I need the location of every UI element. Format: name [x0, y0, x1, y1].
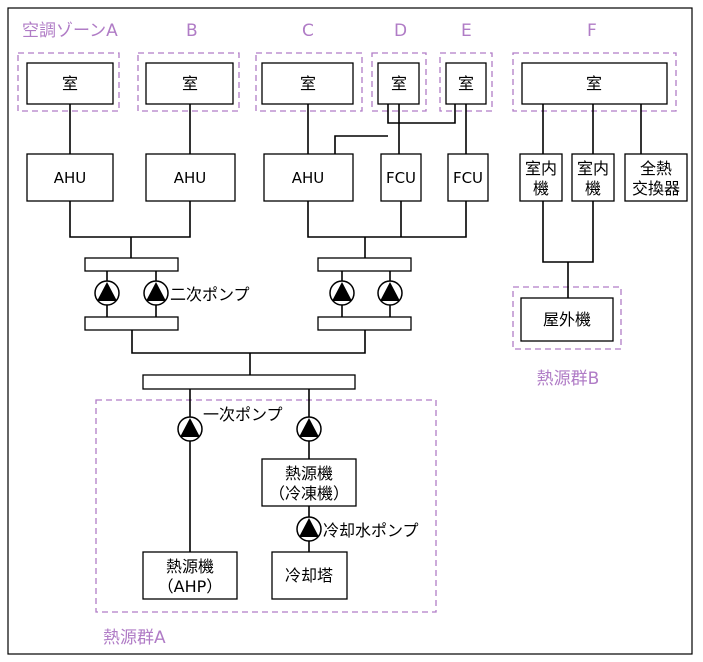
primary-pump-2 [296, 416, 322, 442]
zone-c-label: C [302, 21, 314, 41]
indoor-unit-1-label-line1: 室内 [525, 159, 557, 178]
zone-c-boundary [255, 52, 363, 112]
room-a-box [26, 62, 114, 105]
return-header-right [317, 316, 412, 331]
heat-source-group-a-label: 熱源群A [103, 628, 166, 648]
room-f-label: 室 [586, 74, 602, 93]
indoor-unit-2-label-line1: 室内 [577, 159, 609, 178]
ahu-a-box [26, 153, 114, 202]
cooling-tower-label: 冷却塔 [285, 566, 333, 585]
erv-label-line1: 全熱 [640, 159, 672, 178]
zone-b-label: B [186, 21, 198, 41]
return-header-left [84, 316, 179, 331]
secondary-pump-1 [94, 280, 120, 306]
ahp-box [142, 551, 238, 600]
zone-d-boundary [371, 52, 427, 112]
cooling-water-pump [296, 516, 322, 542]
primary-pump-1 [177, 416, 203, 442]
heat-source-group-b-boundary [512, 286, 622, 350]
chiller-box [261, 458, 357, 507]
room-e-box [445, 62, 487, 105]
erv-box [624, 153, 688, 202]
room-a-label: 室 [62, 74, 78, 93]
erv-label-line2: 交換器 [632, 179, 680, 198]
ahu-b-label: AHU [174, 169, 207, 187]
cooling-water-pump-label: 冷却水ポンプ [323, 521, 419, 540]
room-d-label: 室 [391, 74, 407, 93]
ahu-c-box [263, 153, 354, 202]
indoor-unit-2-box [571, 153, 615, 202]
outdoor-unit-label: 屋外機 [543, 310, 591, 329]
indoor-unit-1-box [519, 153, 563, 202]
ahu-b-box [145, 153, 236, 202]
cooling-tower-box [271, 551, 348, 600]
supply-header-right [317, 257, 412, 272]
zone-b-boundary [137, 52, 240, 112]
ahu-c-label: AHU [292, 169, 325, 187]
indoor-unit-1-label-line2: 機 [533, 179, 549, 198]
room-c-box [261, 62, 354, 105]
ahp-label-line1: 熱源機 [166, 557, 214, 576]
ahp-label-line2: （AHP） [158, 577, 223, 596]
chiller-label-line1: 熱源機 [285, 464, 333, 483]
room-c-label: 室 [300, 74, 316, 93]
main-header [142, 374, 356, 390]
indoor-unit-2-label-line2: 機 [585, 179, 601, 198]
zone-a-label: 空調ゾーンA [22, 21, 118, 41]
primary-pump-label: 一次ポンプ [203, 405, 283, 424]
fcu-d-label: FCU [386, 169, 416, 187]
secondary-pump-2 [143, 280, 169, 306]
fcu-e-label: FCU [453, 169, 483, 187]
zone-d-label: D [394, 21, 407, 41]
ahu-a-label: AHU [54, 169, 87, 187]
supply-header-left [84, 257, 179, 272]
secondary-pump-4 [377, 280, 403, 306]
outdoor-unit-box [520, 297, 614, 342]
zone-a-boundary [17, 52, 120, 112]
chiller-label-line2: （冷凍機） [269, 484, 349, 503]
heat-source-group-b-label: 熱源群B [537, 369, 600, 389]
fcu-d-box [380, 153, 422, 202]
room-f-box [521, 62, 668, 105]
outer-frame [7, 7, 693, 655]
room-b-label: 室 [182, 74, 198, 93]
room-b-box [145, 62, 234, 105]
fcu-e-box [447, 153, 489, 202]
zone-f-boundary [512, 52, 677, 112]
heat-source-group-a-boundary [95, 399, 437, 613]
secondary-pump-label: 二次ポンプ [170, 285, 250, 304]
room-e-label: 室 [458, 74, 474, 93]
zone-e-label: E [461, 21, 472, 41]
piping-lines [69, 104, 642, 552]
room-d-box [377, 62, 420, 105]
zone-f-label: F [587, 21, 597, 41]
secondary-pump-3 [329, 280, 355, 306]
